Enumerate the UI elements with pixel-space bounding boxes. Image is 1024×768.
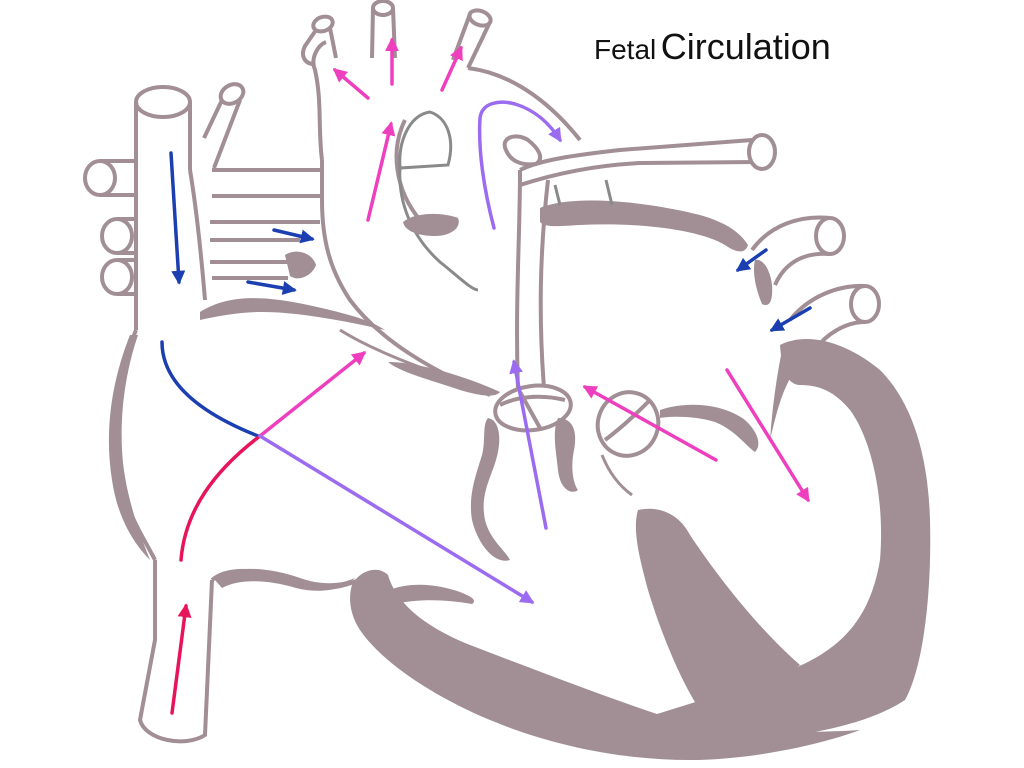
right-atrium-outline [114, 329, 371, 744]
tricuspid-leaflet-right [554, 418, 578, 492]
ligament-band [540, 200, 748, 252]
arrow-brachiocephalic [332, 68, 370, 100]
aortic-arch [301, 0, 582, 397]
arrow-pa-right-1 [272, 228, 315, 244]
pulmonary-branch-ticks [553, 179, 614, 206]
right-pulmonary-veins [83, 159, 136, 296]
svc-valve-flap [285, 251, 316, 279]
left-pulmonary-veins [750, 215, 881, 352]
arrow-lpv-lower [769, 306, 812, 332]
left-ventricle-wall [570, 339, 931, 747]
ivc-band [215, 568, 355, 591]
title-word-circulation: Circulation [660, 26, 831, 67]
arrow-svc-down [169, 151, 186, 285]
right-ventricle-wall [350, 569, 860, 760]
pulmonary-trunk [515, 133, 777, 401]
pulmonary-valve [493, 383, 573, 433]
arrow-ascending-aorta [366, 121, 396, 222]
tricuspid-leaflet-left [470, 418, 510, 561]
arrow-la-to-lv [725, 368, 810, 503]
arrow-rv-to-pulmonary [509, 359, 548, 530]
interventricular-septum [635, 508, 800, 710]
azygos-vein [202, 82, 246, 169]
superior-vena-cava [134, 85, 207, 330]
arrow-lv-to-aorta [582, 385, 718, 462]
ductus-arteriosus-loop [502, 134, 543, 167]
aortic-valve [595, 390, 661, 458]
left-ventricle-inner-wall [770, 350, 792, 440]
crista-terminalis [200, 298, 385, 330]
title-word-fetal: Fetal [594, 34, 657, 65]
septum-flap [403, 213, 459, 236]
mitral-flap [660, 404, 759, 452]
interventricular-ridge [388, 362, 500, 396]
flow-arrows [160, 37, 812, 715]
arrow-ivc-curve [179, 434, 262, 562]
arrow-ductus [477, 100, 562, 230]
diagram-title: Fetal Circulation [594, 26, 831, 68]
foramen-ovale [398, 110, 479, 292]
right-pulmonary-artery [210, 168, 322, 280]
left-atrium-wall [753, 259, 773, 306]
septal-line [339, 328, 493, 394]
right-ventricle-flap [385, 584, 475, 604]
right-atrium-wall [108, 335, 150, 560]
arrow-ra-to-rv [258, 434, 535, 604]
arrow-foramen-ovale [258, 351, 367, 438]
arrow-lpv-upper [735, 248, 768, 272]
mitral-chord [600, 454, 633, 497]
arrow-svc-to-tricuspid [160, 340, 260, 438]
arrow-pa-right-2 [246, 280, 297, 295]
arrow-ivc-up [170, 603, 192, 715]
arrow-subclavian [440, 45, 463, 92]
